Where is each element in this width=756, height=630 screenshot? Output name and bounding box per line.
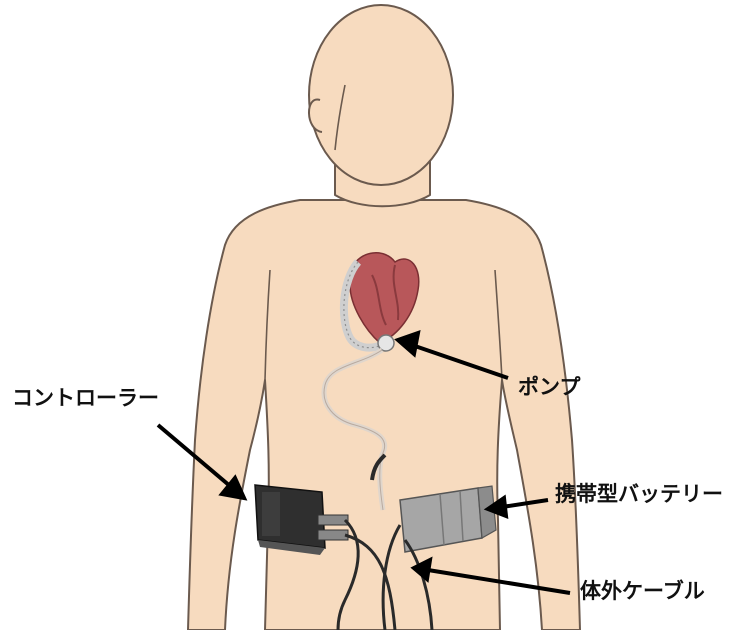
controller-label: コントローラー xyxy=(12,388,159,409)
ear xyxy=(309,100,322,132)
cable-label: 体外ケーブル xyxy=(580,581,705,602)
pump-label: ポンプ xyxy=(518,377,580,398)
head xyxy=(309,5,453,185)
battery-label: 携帯型バッテリー xyxy=(555,484,723,505)
